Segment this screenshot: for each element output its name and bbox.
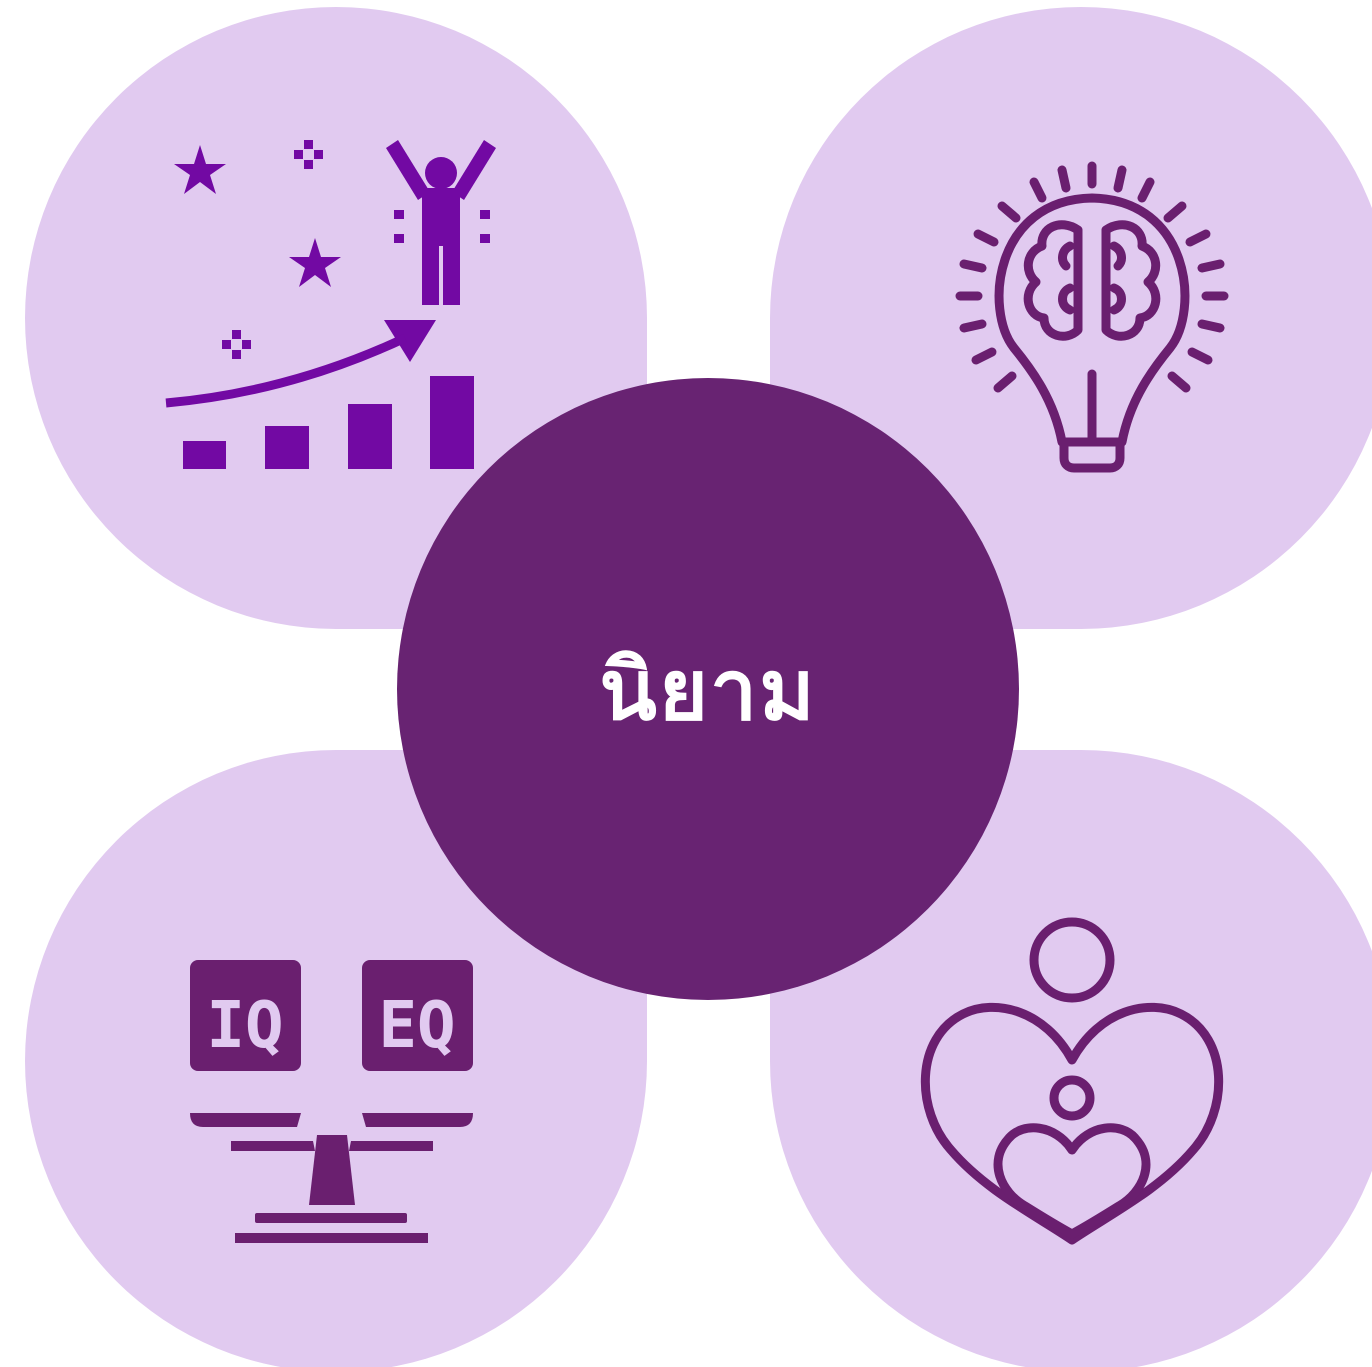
center-title: นิยาม xyxy=(599,641,817,739)
iq-label: IQ xyxy=(206,989,283,1063)
heart-care-icon xyxy=(920,917,1224,1245)
eq-label: EQ xyxy=(378,989,455,1063)
iq-eq-balance-icon: IQ EQ xyxy=(190,960,473,1243)
center-circle: นิยาม xyxy=(397,378,1019,1000)
brain-lightbulb-icon xyxy=(955,161,1229,473)
growth-success-icon xyxy=(165,140,496,469)
